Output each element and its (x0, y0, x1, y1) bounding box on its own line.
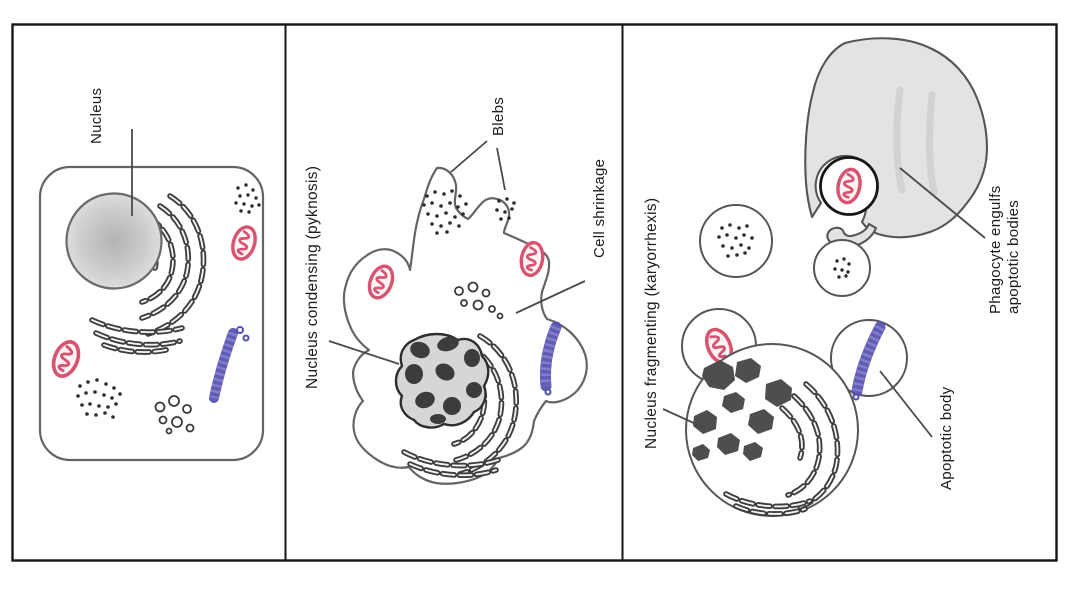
fragmenting-cell (685, 343, 859, 517)
apoptotic-body-golgi (830, 319, 908, 401)
leader-line-karyorrhexis (662, 408, 708, 430)
leader-line-apoptotic-body (879, 370, 933, 438)
leader-line-cell-shrinkage (515, 280, 586, 314)
label-nucleus: Nucleus (88, 88, 105, 144)
golgi-blue-region (209, 326, 250, 403)
panel-normal-cell: Nucleus (38, 88, 265, 462)
apoptotic-body-ribosomes (699, 204, 773, 278)
nucleus-fragments (692, 358, 792, 461)
ribosome-cluster (495, 197, 516, 221)
golgi-blue-region (540, 321, 562, 396)
endoplasmic-reticulum (723, 381, 841, 517)
leader-line-blebs-2 (496, 147, 506, 191)
vesicles (154, 395, 195, 435)
label-phagocyte-line2: apoptotic bodies (1005, 200, 1022, 314)
label-cell-shrinkage: Cell shrinkage (591, 159, 608, 258)
label-nucleus-fragmenting: Nucleus fragmenting (karyorrhexis) (643, 198, 660, 449)
condensed-nucleus (394, 332, 490, 429)
label-nucleus-condensing: Nucleus condensing (pyknosis) (304, 166, 321, 389)
ribosome-cluster (76, 378, 122, 419)
apoptotic-body-ribosomes (813, 239, 871, 297)
ribosome-cluster (422, 189, 468, 235)
figure-frame (11, 23, 1058, 562)
vesicles (454, 281, 504, 320)
phagocyte (804, 37, 989, 249)
label-apoptotic-body: Apoptotic body (938, 386, 955, 490)
panel-early-apoptosis: Blebs Nucleus condensing (pyknosis) Cell… (304, 97, 608, 485)
ribosome-cluster (234, 183, 261, 214)
label-blebs: Blebs (490, 97, 507, 136)
leader-line-blebs-1 (450, 140, 488, 173)
label-phagocyte-line1: Phagocyte engulfs (987, 185, 1004, 314)
engulfed-apoptotic-body (819, 156, 879, 216)
nucleus (65, 192, 163, 290)
leader-line-pyknosis (328, 340, 400, 365)
leader-line-phagocyte (899, 167, 986, 239)
panel-late-apoptosis: Phagocyte engulfs apoptotic bodies Nucle… (643, 37, 1022, 517)
